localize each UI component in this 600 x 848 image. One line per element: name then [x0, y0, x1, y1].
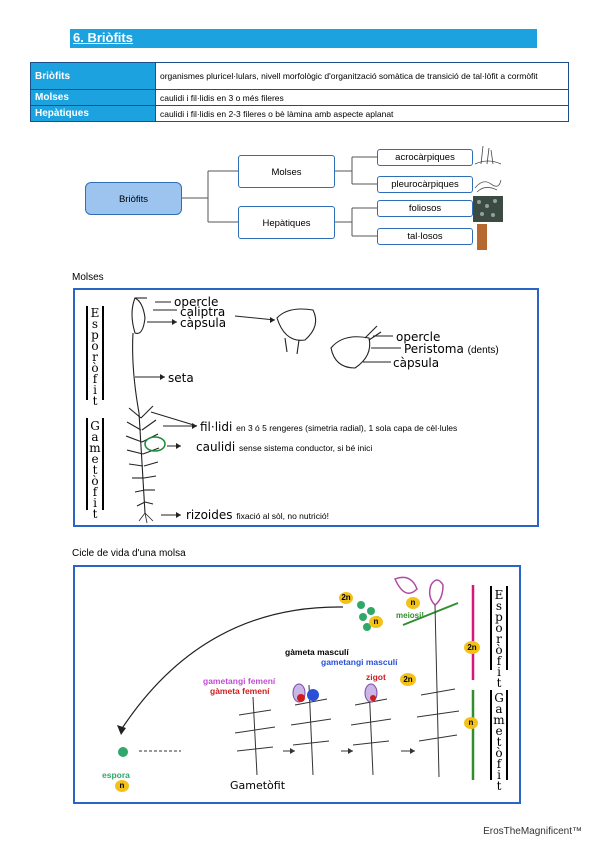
tree-leaf-label: tal·losos: [407, 231, 443, 242]
tree-leaf-label: pleurocàrpiques: [391, 179, 459, 190]
molses-heading: Molses: [72, 272, 104, 283]
cicle-heading: Cicle de vida d'una molsa: [72, 548, 186, 559]
capsule-shape: [131, 297, 146, 334]
acrocarpic-moss-image: [474, 145, 502, 165]
tree-node-label: Hepàtiques: [262, 218, 311, 229]
tree-leaf-label: foliosos: [408, 203, 442, 214]
definition-cell: caulidi i fil·lidis en 2-3 fileres o bè …: [155, 105, 569, 122]
table-row: Hepàtiques caulidi i fil·lidis en 2-3 fi…: [30, 105, 569, 122]
table-row: Briòfits organismes pluricel·lulars, niv…: [30, 62, 569, 90]
fillidi-note: en 3 ó 5 rengeres (simetria radial), 1 s…: [236, 423, 458, 433]
section-title-bar: 6. Briòfits: [70, 29, 537, 48]
caulidi-note: sense sistema conductor, si bé inici: [239, 443, 373, 453]
label-gametangi-femeni: gametangi femení: [203, 676, 276, 686]
peristome-detail-shape: [330, 336, 371, 369]
caulidi-highlight: [144, 436, 166, 452]
leaves: [125, 405, 160, 507]
term-cell: Briòfits: [30, 62, 156, 90]
label-caulidi: caulidi sense sistema conductor, si bé i…: [196, 440, 372, 454]
label-gameta-femeni: gàmeta femení: [210, 686, 270, 696]
pleurocarpic-moss-image: [474, 179, 502, 193]
gametophyte-plants: [234, 604, 460, 778]
tree-leaf-tallosos: tal·losos: [377, 228, 473, 245]
label-rizoides: rizoides fixació al sòl, no nutrició!: [186, 508, 329, 522]
ploidy-badge-2n: 2n: [400, 673, 416, 686]
label-gametangi-masculi: gametangi masculí: [321, 657, 398, 667]
capsule-icon: [428, 579, 444, 606]
capsule-detail-shape: [276, 308, 317, 341]
tree-thumbnails: [473, 145, 503, 250]
label-capsula: càpsula: [180, 316, 227, 330]
fillidi-text: fil·lidi: [200, 420, 233, 434]
label-gameta-masculi: gàmeta masculí: [285, 647, 349, 657]
cicle-gametophyte-bracket: [490, 690, 508, 780]
molses-panel: [73, 288, 539, 527]
label-caliptra: caliptra: [180, 305, 226, 319]
tree-leaf-pleurocarpiques: pleurocàrpiques: [377, 176, 473, 193]
arrow-heads: [160, 317, 275, 518]
footer-credit: ErosTheMagnificent™: [483, 826, 582, 837]
label-fillidi: fil·lidi en 3 ó 5 rengeres (simetria rad…: [200, 420, 457, 434]
female-gamete: [297, 694, 305, 702]
term-cell: Hepàtiques: [30, 105, 156, 122]
label-meiosi: meiosi!: [396, 611, 425, 620]
life-cycle-diagram: [117, 576, 475, 780]
peristoma-text: Peristoma: [404, 342, 464, 356]
male-gametangium: [307, 689, 319, 701]
tree-leaf-foliosos: foliosos: [377, 200, 473, 217]
section-title: 6. Briòfits: [73, 30, 133, 45]
ploidy-badge-2n: 2n: [464, 641, 480, 654]
table-row: Molses caulidi i fil·lidis en 3 o més fi…: [30, 89, 569, 106]
seta-line: [132, 332, 140, 414]
label-capsula-detail: càpsula: [393, 356, 440, 370]
leafy-liverwort-image: [473, 196, 503, 222]
definition-cell: organismes pluricel·lulars, nivell morfo…: [155, 62, 569, 90]
term-cell: Molses: [30, 89, 156, 106]
tree-connectors: [182, 156, 377, 237]
rhizoids: [138, 512, 154, 524]
tree-leaf-acrocarpiques: acrocàrpiques: [377, 149, 473, 166]
cicle-sporophyte-bracket: [490, 586, 508, 670]
moss-diagram: [125, 297, 401, 524]
ploidy-badge-n: n: [406, 597, 420, 609]
ploidy-badge-n: n: [115, 780, 129, 792]
tree-root-label: Briòfits: [118, 194, 149, 205]
tree-leaf-label: acrocàrpiques: [395, 152, 455, 163]
rizoides-text: rizoides: [186, 508, 233, 522]
molses-gametophyte-bracket: [86, 418, 104, 510]
ploidy-badge-n: n: [369, 616, 383, 628]
label-zigot: zigot: [366, 672, 386, 682]
ploidy-badge-n: n: [464, 717, 478, 729]
meiosis-line: [402, 602, 459, 626]
peristoma-note: (dents): [467, 345, 499, 356]
ploidy-badge-2n: 2n: [339, 592, 353, 604]
leafy-liverwort-texture: [477, 199, 497, 217]
label-espora: espora: [102, 770, 130, 780]
label-peristoma: Peristoma (dents): [404, 342, 499, 356]
rizoides-note: fixació al sòl, no nutrició!: [236, 511, 329, 521]
label-opercle-detail: opercle: [396, 330, 441, 344]
cycle-return-arrow: [120, 606, 344, 731]
zygote: [370, 695, 376, 701]
label-gametofit: Gametòfit: [230, 779, 286, 792]
molses-sporophyte-bracket: [86, 306, 104, 400]
open-capsule-icon: [393, 576, 418, 594]
tree-root-node: Briòfits: [85, 182, 182, 215]
label-seta: seta: [168, 371, 194, 385]
label-opercle: opercle: [174, 295, 219, 309]
thalloid-liverwort-image: [477, 224, 487, 250]
tree-node-label: Molses: [271, 167, 302, 178]
definitions-table: Briòfits organismes pluricel·lulars, niv…: [30, 62, 569, 122]
tree-node-molses: Molses: [238, 155, 335, 188]
tree-node-hepatiques: Hepàtiques: [238, 206, 335, 239]
definition-cell: caulidi i fil·lidis en 3 o més fileres: [155, 89, 569, 106]
caulidi-text: caulidi: [196, 440, 236, 454]
